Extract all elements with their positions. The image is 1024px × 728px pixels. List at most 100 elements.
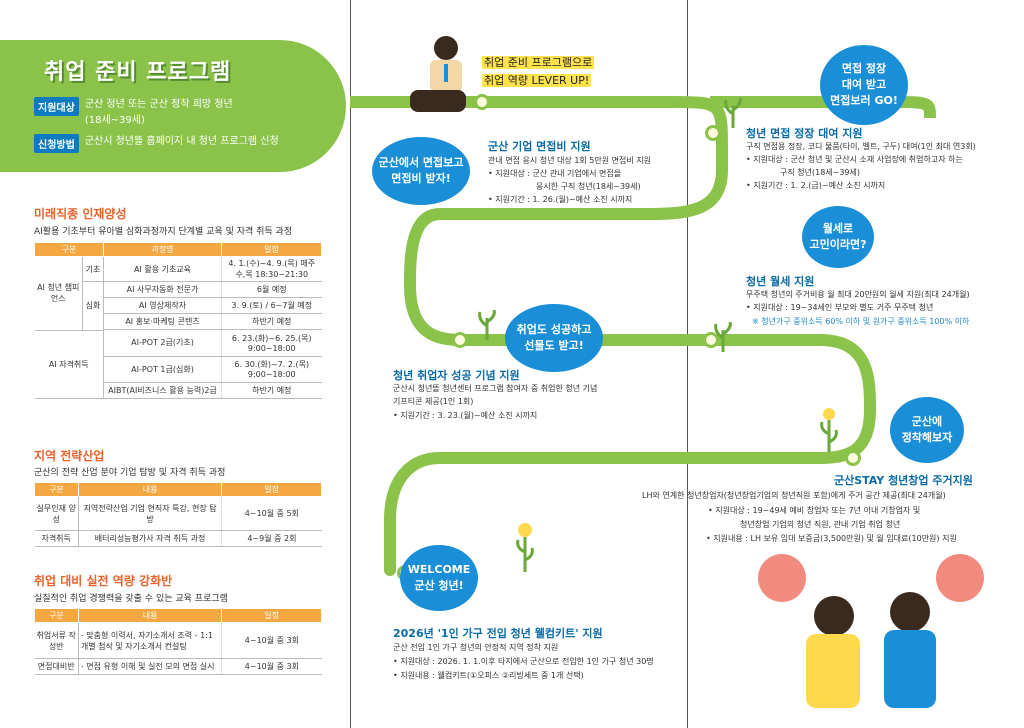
road-marker-4 (703, 332, 719, 348)
sec1-course-1: AI 사무자동화 전문가 (103, 281, 222, 298)
table-row: AI-POT 1급(심화) 6. 30.(화)~7. 2.(목) 9:00~18… (35, 356, 322, 383)
p5-line-1: LH와 연계한 청년창업자(청년창업기업의 청년직원 포함)에게 주거 공간 제… (642, 491, 946, 500)
sec2-schedule-0: 4~10월 중 5회 (221, 496, 322, 531)
road-marker-3 (452, 332, 468, 348)
p4-line-2: 기프티콘 제공(1인 1회) (393, 397, 474, 406)
bubble4-line-2: 대여 받고 (841, 78, 887, 91)
target-text-1: 군산 청년 또는 군산 정착 희망 청년 (84, 99, 233, 110)
sec2-type-0: 실무인재 양성 (34, 496, 79, 531)
p1-line-3: 응시한 구직 청년(18세~39세) (536, 182, 641, 191)
table-row: AI 자격취득 AI-POT 2급(기초) 6. 23.(화)~6. 25.(목… (34, 330, 322, 399)
method-text: 군산시 청년뜰 홈페이지 내 청년 프로그램 신청 (84, 136, 279, 147)
target-text: 군산 청년 또는 군산 정착 희망 청년 (18세~39세) (85, 97, 233, 129)
sec3-header-1: 구분 (34, 608, 79, 623)
sec2-content-0: 지역전략산업 기업 현직자 특강, 현장 탐방 (78, 496, 223, 531)
person-illustration (410, 36, 466, 112)
plant-icon (724, 98, 742, 128)
p5-line-2: • 지원대상 : 19~49세 예비 창업자 또는 7년 이내 기창업자 및 (708, 506, 921, 515)
sec1-schedule-6: 하반기 예정 (221, 382, 322, 399)
sec1-schedule-1: 6월 예정 (221, 281, 322, 298)
sec1-basic: 기초 (82, 256, 104, 282)
characters-illustration (758, 554, 984, 708)
bubble2-line-1: 취업도 성공하고 (516, 323, 592, 336)
table-row: AIBT(AI비즈니스 활용 능력)2급 하반기 예정 (35, 382, 322, 399)
p3-line-2: • 지원대상 : 19~34세인 부모와 별도 거주 무주택 청년 (746, 303, 934, 312)
sec2-header-2: 내용 (77, 482, 223, 497)
sec1-schedule-3: 하반기 예정 (221, 313, 322, 330)
speech-bubble-3: WELCOME 군산 청년! (400, 545, 478, 611)
target-tag: 지원대상 (34, 97, 79, 116)
sec1-desc: AI활용 기초부터 유아별 심화과정까지 단계별 교육 및 자격 취득 과정 (34, 227, 293, 237)
sec1-cert-group: AI 자격취득 (34, 330, 104, 399)
fold-line-1 (350, 0, 351, 728)
p1-line-1: 관내 면접 응시 청년 대상 1회 5만원 면접비 지원 (488, 156, 652, 165)
left-panel: 취업 준비 프로그램 지원대상 군산 청년 또는 군산 정착 희망 청년 (18… (0, 0, 350, 728)
sec1-course-2: AI 영상제작자 (103, 297, 222, 314)
sec2-type-1: 자격취득 (34, 530, 79, 547)
p1-line-4: • 지원기간 : 1. 26.(월)~예산 소진 시까지 (488, 195, 633, 204)
sec1-schedule-2: 3. 9.(토) / 6~7월 예정 (221, 297, 322, 314)
sec2-schedule-1: 4~9월 중 2회 (221, 530, 322, 547)
table-row: 자격취득 배터리성능평가사 자격 취득 과정 4~9월 중 2회 (34, 530, 322, 547)
sec1-schedule-4: 6. 23.(화)~6. 25.(목) 9:00~18:00 (221, 330, 322, 357)
p3-note: ※ 청년가구 중위소득 60% 이하 및 원가구 중위소득 100% 이하 (752, 317, 970, 326)
table-row: 실무인재 양성 지역전략산업 기업 현직자 특강, 현장 탐방 4~10월 중 … (34, 496, 322, 531)
sec1-table: 구분 과정명 일정 AI 청년 챔피언스 기초 AI 활용 기초교육 4. 1.… (34, 242, 322, 399)
sec1-course-4: AI-POT 2급(기초) (103, 330, 222, 357)
fold-line-2 (687, 0, 688, 728)
sec3-content-1: - 면접 유형 이해 및 실전 모의 면접 실시 (78, 658, 223, 675)
sec1-title: 미래직종 인재양성 (34, 207, 127, 221)
bubble1-line-1: 군산에서 면접보고 (378, 156, 464, 169)
bubble6-line-1: 군산에 (911, 415, 943, 428)
table-row: 취업서류 작성반 - 맞춤형 이력서, 자기소개서 조력 - 1:1 개별 첨삭… (34, 622, 322, 659)
table-row: 심화 AI 사무자동화 전문가 6월 예정 (35, 281, 322, 331)
sec1-schedule-0: 4. 1.(수)~4. 9.(목) 매주 수,목 18:30~21:30 (221, 256, 322, 282)
p2-line-1: 구직 면접용 정장, 코디 물품(타이, 벨트, 구두) 대여(1인 최대 연3… (746, 142, 976, 151)
sec1-header-1: 구분 (34, 242, 104, 257)
sec3-type-0: 취업서류 작성반 (34, 622, 79, 659)
sec3-header-2: 내용 (77, 608, 223, 623)
sec3-title: 취업 대비 실전 역량 강화반 (34, 574, 173, 588)
target-text-2: (18세~39세) (84, 115, 145, 126)
intro-text: 취업 준비 프로그램으로 취업 역량 LEVER UP! (482, 54, 595, 90)
p2-line-2: • 지원대상 : 군산 청년 및 군산시 소재 사업장에 취업하고자 하는 (746, 155, 963, 164)
bubble3-line-2: 군산 청년! (414, 579, 464, 592)
bubble6-line-2: 정착해보자 (901, 431, 953, 444)
plant-icon (478, 310, 496, 340)
sec3-content-0: - 맞춤형 이력서, 자기소개서 조력 - 1:1 개별 첨삭 및 자기소개서 … (78, 622, 223, 659)
bubble2-line-2: 선물도 받고! (524, 339, 584, 352)
sec2-header-1: 구분 (34, 482, 79, 497)
road-marker-1 (474, 94, 490, 110)
sec1-advanced: 심화 (82, 281, 104, 331)
p2-line-3: 구직 청년(18세~39세) (780, 168, 861, 177)
bubble3-line-1: WELCOME (407, 563, 471, 576)
plant-icon (714, 322, 732, 352)
p2-line-4: • 지원기간 : 1. 2.(금)~예산 소진 시까지 (746, 181, 886, 190)
sec3-header-3: 일정 (221, 608, 322, 623)
p6-line-2: • 지원대상 : 2026. 1. 1.이후 타지에서 군산으로 전입한 1인 … (393, 657, 654, 666)
p4-line-3: • 지원기간 : 3. 23.(월)~예산 소진 시까지 (393, 411, 538, 420)
road-marker-5 (845, 450, 861, 466)
road-marker-2 (705, 125, 721, 141)
p5-line-4: • 지원내용 : LH 보유 임대 보증금(3,500만원) 및 월 임대료(1… (706, 534, 957, 543)
sec1-course-3: AI 홍보·마케팅 콘텐츠 (103, 313, 222, 330)
method-row: 신청방법 군산시 청년뜰 홈페이지 내 청년 프로그램 신청 (34, 134, 279, 153)
sec2-desc: 군산의 전략 산업 분야 기업 탐방 및 자격 취득 과정 (34, 468, 226, 478)
p2-title: 청년 면접 정장 대여 지원 (746, 127, 863, 140)
bubble5-line-2: 고민이라면? (809, 238, 867, 251)
bubble5-line-1: 월세로 (822, 222, 854, 235)
sec2-header-3: 일정 (221, 482, 322, 497)
p5-line-3: 청년창업 기업의 청년 직원, 관내 기업 취업 청년 (740, 520, 901, 529)
table-row: AI 영상제작자 3. 9.(토) / 6~7월 예정 (35, 297, 322, 314)
sec3-schedule-1: 4~10월 중 3회 (221, 658, 322, 675)
p6-line-3: • 지원내용 : 웰컴키트(①오피스 ②리빙세트 중 1개 선택) (393, 671, 584, 680)
sec3-schedule-0: 4~10월 중 3회 (221, 622, 322, 659)
sec3-desc: 실질적인 취업 경쟁력을 갖출 수 있는 교육 프로그램 (34, 594, 228, 604)
sec2-content-1: 배터리성능평가사 자격 취득 과정 (78, 530, 223, 547)
sec1-course-6: AIBT(AI비즈니스 활용 능력)2급 (103, 382, 222, 399)
table-row: AI 청년 챔피언스 기초 AI 활용 기초교육 4. 1.(수)~4. 9.(… (34, 256, 322, 331)
